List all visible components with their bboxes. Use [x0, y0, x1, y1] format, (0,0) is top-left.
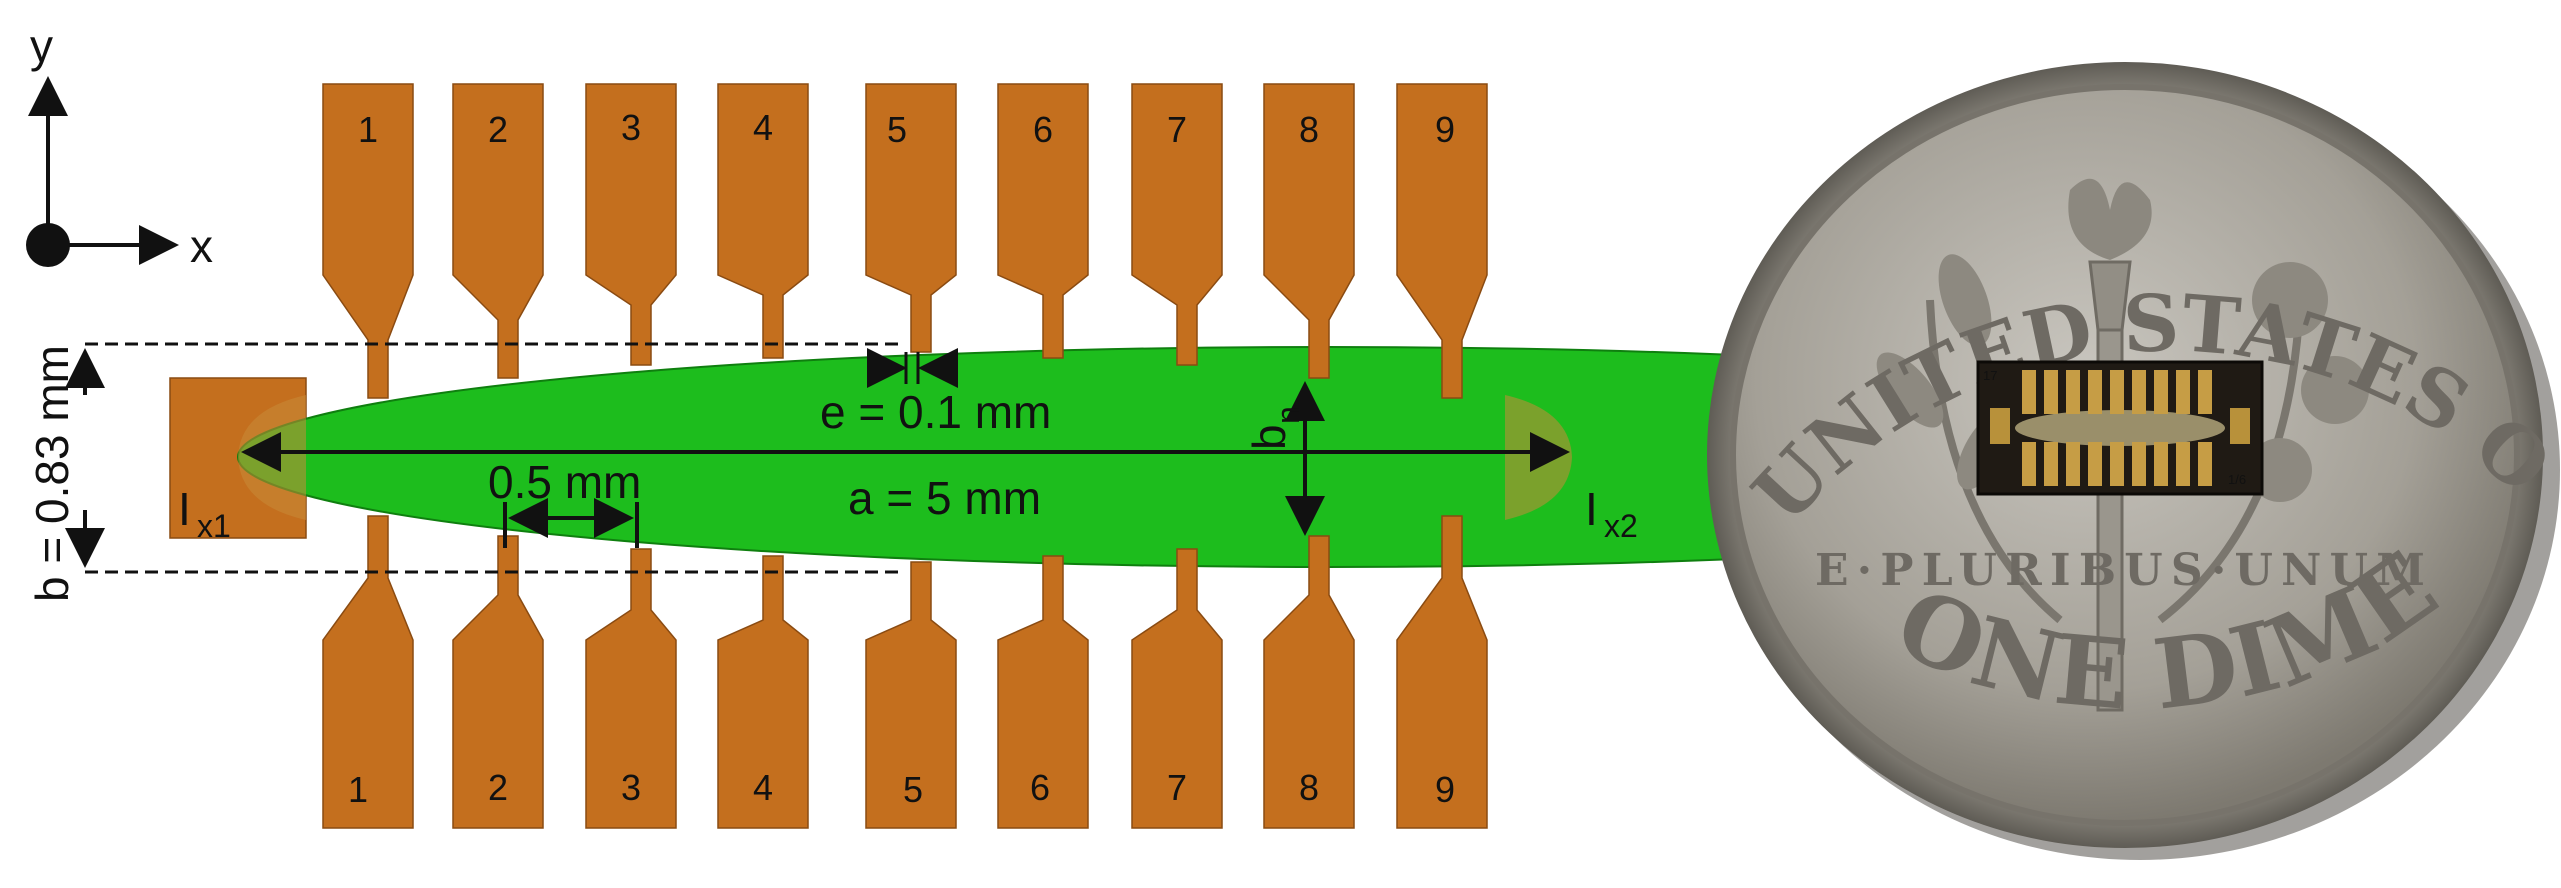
bottom-pad-number: 4 — [753, 767, 773, 808]
bottom-pad-number: 7 — [1167, 767, 1187, 808]
coin-inner-rim — [1730, 84, 2520, 826]
bottom-pad-8 — [1263, 535, 1355, 829]
oak-leaves — [2252, 262, 2328, 338]
b-dimension-label: b = 0.83 mm — [26, 345, 78, 602]
oak-leaves — [2301, 356, 2369, 424]
chip-ellipse — [2015, 410, 2225, 446]
top-pad-number: 7 — [1167, 109, 1187, 150]
pitch-dimension-label: 0.5 mm — [488, 456, 641, 508]
bottom-pad-9 — [1396, 515, 1488, 829]
bottom-pad-number: 1 — [348, 769, 368, 810]
bn-subscript: n — [1270, 406, 1306, 424]
bottom-pad-number: 8 — [1299, 767, 1319, 808]
olive-leaf — [1938, 254, 1992, 346]
bottom-pad-numbers: 1 2 3 4 5 6 7 8 9 — [348, 767, 1455, 810]
coordinate-axes: y x — [26, 20, 213, 272]
bottom-pad-number: 2 — [488, 767, 508, 808]
bottom-pad-1 — [322, 515, 414, 829]
chip-label-right: 1/6 — [2228, 472, 2246, 487]
top-pad-5 — [865, 83, 957, 353]
bottom-pad-7 — [1131, 548, 1223, 829]
a-dimension-label: a = 5 mm — [848, 472, 1041, 524]
current-left-main: I — [178, 483, 191, 535]
top-pad-number: 5 — [887, 109, 907, 150]
chip-label-left: 17 — [1983, 368, 1997, 383]
chip-contact-pads — [2022, 370, 2212, 486]
bottom-pad-number: 5 — [903, 769, 923, 810]
top-pad-number: 3 — [621, 107, 641, 148]
y-axis-label: y — [30, 20, 53, 72]
top-pad-number: 6 — [1033, 109, 1053, 150]
torch-flame — [2068, 178, 2152, 260]
top-pad-number: 8 — [1299, 109, 1319, 150]
e-dimension-label: e = 0.1 mm — [820, 386, 1051, 438]
current-left-sub: x1 — [197, 508, 231, 544]
top-pad-8 — [1263, 83, 1355, 379]
current-right-main: I — [1585, 483, 1598, 535]
top-probe-pads — [322, 83, 1488, 399]
top-pad-6 — [997, 83, 1089, 359]
top-pad-4 — [717, 83, 809, 359]
current-right-sub: x2 — [1604, 508, 1638, 544]
x-axis-label: x — [190, 220, 213, 272]
bottom-probe-pads — [322, 515, 1488, 829]
oak-leaves — [2248, 438, 2312, 502]
bottom-pad-number: 3 — [621, 767, 641, 808]
top-pad-2 — [452, 83, 544, 379]
current-label-right: I x2 — [1585, 483, 1638, 544]
bottom-pad-5 — [865, 561, 957, 829]
origin-dot — [26, 223, 70, 267]
top-pad-9 — [1396, 83, 1488, 399]
chip-end-pad-left — [1990, 408, 2010, 444]
top-pad-7 — [1131, 83, 1223, 366]
bottom-pad-3 — [585, 548, 677, 829]
bottom-pad-4 — [717, 555, 809, 829]
top-pad-1 — [322, 83, 414, 399]
top-pad-numbers: 1 2 3 4 5 6 7 8 9 — [358, 107, 1455, 150]
top-pad-number: 9 — [1435, 109, 1455, 150]
top-pad-3 — [585, 83, 677, 366]
chip-on-coin: 17 1/6 — [1976, 360, 2264, 496]
bn-main: b — [1243, 424, 1295, 450]
current-label-left: I x1 — [178, 483, 231, 544]
bottom-pad-number: 9 — [1435, 769, 1455, 810]
olive-branch — [1926, 299, 2063, 624]
bn-dimension-label: b n — [1243, 406, 1306, 450]
bottom-pad-number: 6 — [1030, 767, 1050, 808]
chip-end-pad-right — [2230, 408, 2250, 444]
top-pad-number: 4 — [753, 107, 773, 148]
top-pad-number: 2 — [488, 109, 508, 150]
bottom-pad-6 — [997, 555, 1089, 829]
top-pad-number: 1 — [358, 109, 378, 150]
olive-leaf — [1876, 352, 1944, 428]
